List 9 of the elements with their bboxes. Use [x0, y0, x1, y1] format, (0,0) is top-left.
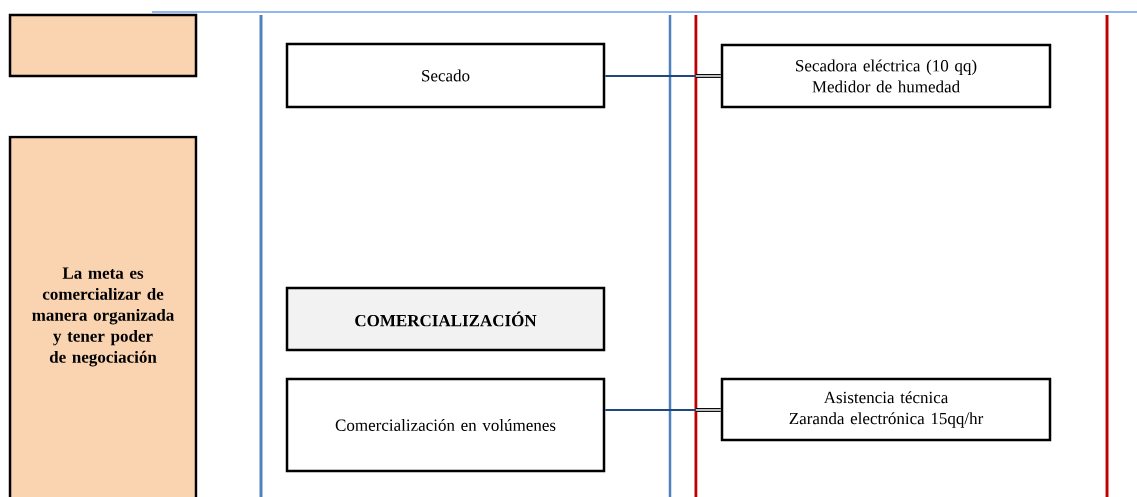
goal-box	[8, 13, 198, 78]
connector-line	[604, 74, 722, 78]
connector-line	[604, 408, 722, 412]
process-box: Secado	[285, 42, 606, 109]
goal-box: La meta es comercializar de manera organizada y tener poder de negociación	[8, 135, 198, 497]
process-box: Comercialización en volúmenes	[285, 377, 606, 473]
heading-box: COMERCIALIZACIÓN	[285, 286, 606, 352]
equipment-box: Secadora eléctrica (10 qq) Medidor de humedad	[720, 43, 1052, 109]
equipment-box: Asistencia técnica Zaranda electrónica 15qq/hr	[720, 377, 1052, 442]
